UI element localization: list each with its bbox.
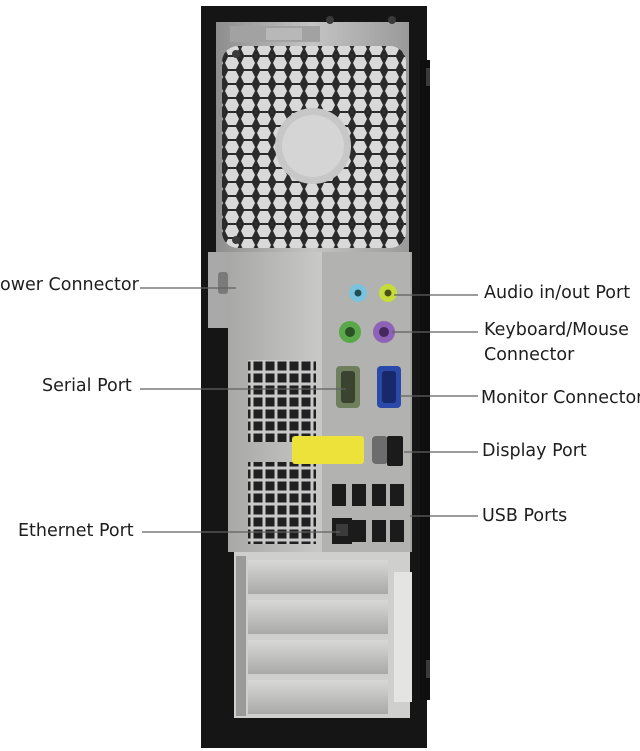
leader-lines (140, 287, 478, 533)
label-power-connector: ower Connector (0, 275, 139, 295)
expansion-slot-4 (248, 680, 388, 714)
chassis-side-trim (420, 60, 430, 700)
label-keyboard-mouse-line1: Keyboard/Mouse (484, 320, 629, 340)
label-display-port: Display Port (482, 441, 587, 461)
label-audio-port: Audio in/out Port (484, 283, 631, 303)
expansion-slot-1 (248, 560, 388, 594)
label-ethernet-port: Ethernet Port (18, 521, 134, 541)
label-serial-port: Serial Port (42, 376, 132, 396)
vga-port (377, 366, 401, 408)
label-usb-ports: USB Ports (482, 506, 568, 526)
expansion-slot-3 (248, 640, 388, 674)
vent-lower (248, 462, 316, 544)
ps2-ports (339, 321, 395, 343)
serial-port (336, 366, 360, 408)
usb-ports (332, 484, 404, 542)
vent-upper (248, 360, 316, 442)
yellow-label (292, 436, 364, 464)
display-port (387, 436, 403, 466)
audio-jacks (349, 284, 397, 302)
power-switch (218, 272, 228, 294)
label-monitor-connector: Monitor Connector (481, 388, 640, 408)
expansion-slot-2 (248, 600, 388, 634)
label-keyboard-mouse-line2: Connector (484, 345, 575, 365)
